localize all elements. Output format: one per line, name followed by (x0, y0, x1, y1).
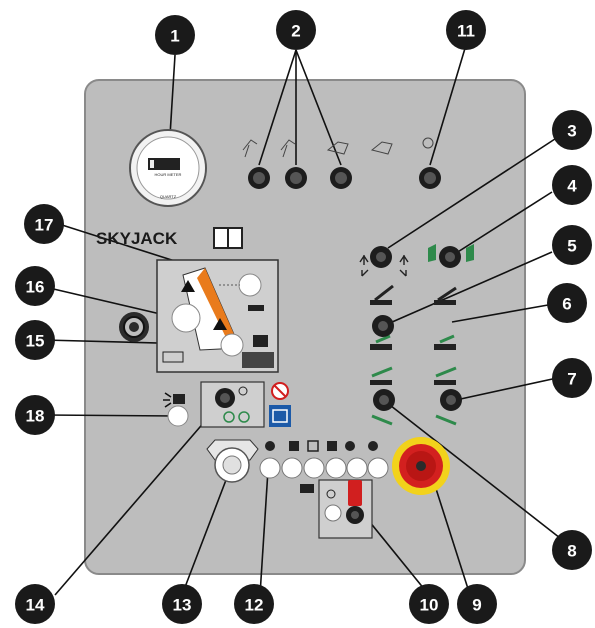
svg-text:5: 5 (567, 237, 576, 256)
toggle-switch-2b[interactable] (285, 167, 307, 189)
svg-text:2: 2 (291, 22, 300, 41)
toggle-switch-11[interactable] (419, 167, 441, 189)
callout-badge-1: 1 (155, 15, 195, 55)
callout-badge-9: 9 (457, 584, 497, 624)
callout-badge-15: 15 (15, 320, 55, 360)
svg-text:12: 12 (245, 596, 264, 615)
callout-badge-13: 13 (162, 584, 202, 624)
callout-badge-10: 10 (409, 584, 449, 624)
jib-switch-7[interactable] (440, 389, 462, 411)
svg-text:11: 11 (457, 22, 475, 41)
indicator-light-17 (239, 274, 261, 296)
indicator-light (282, 458, 302, 478)
indicator-light (325, 505, 341, 521)
hour-meter-label: HOUR METER (155, 172, 182, 177)
svg-text:9: 9 (472, 596, 481, 615)
indicator-light (368, 458, 388, 478)
callout-badge-8: 8 (552, 530, 592, 570)
indicator-light-18 (168, 406, 188, 426)
callout-badge-3: 3 (552, 110, 592, 150)
svg-text:16: 16 (26, 278, 45, 297)
svg-text:13: 13 (173, 596, 192, 615)
callout-badge-4: 4 (552, 165, 592, 205)
info-book-icon (269, 405, 291, 427)
svg-text:7: 7 (567, 370, 576, 389)
callout-badge-5: 5 (552, 225, 592, 265)
brand-logo: SKYJACK (96, 229, 178, 248)
emergency-lowering-connector[interactable] (119, 312, 149, 342)
callout-badge-12: 12 (234, 584, 274, 624)
svg-text:18: 18 (26, 407, 45, 426)
indicator-light-15 (221, 334, 243, 356)
indicator-light-12 (260, 458, 280, 478)
callout-badge-6: 6 (547, 283, 587, 323)
callout-badge-14: 14 (15, 584, 55, 624)
indicator-light (304, 458, 324, 478)
emergency-stop-button[interactable] (392, 437, 450, 495)
svg-text:10: 10 (420, 596, 439, 615)
callout-badge-18: 18 (15, 395, 55, 435)
svg-text:6: 6 (562, 295, 571, 314)
toggle-switch-2a[interactable] (248, 167, 270, 189)
hour-meter: HOUR METER QUARTZ (130, 130, 206, 206)
svg-text:4: 4 (567, 177, 577, 196)
toggle-switch-2c[interactable] (330, 167, 352, 189)
svg-text:1: 1 (170, 27, 179, 46)
callout-badge-11: 11 (446, 10, 486, 50)
battery-icon (300, 484, 314, 493)
svg-text:17: 17 (35, 216, 54, 235)
callout-badge-16: 16 (15, 266, 55, 306)
indicator-light (326, 458, 346, 478)
rotate-switch-8[interactable] (373, 389, 395, 411)
indicator-light-16 (172, 304, 200, 332)
svg-text:8: 8 (567, 542, 576, 561)
no-ride-icon (272, 383, 288, 399)
manual-book-icon (214, 228, 242, 248)
svg-text:15: 15 (26, 332, 45, 351)
svg-text:14: 14 (26, 596, 45, 615)
callout-badge-7: 7 (552, 358, 592, 398)
guarded-toggle-switch-10[interactable] (346, 480, 364, 524)
steer-switch-3[interactable] (370, 246, 392, 268)
indicator-light (347, 458, 367, 478)
callout-badge-17: 17 (24, 204, 64, 244)
svg-text:3: 3 (567, 122, 576, 141)
lift-switch-5[interactable] (372, 315, 394, 337)
key-switch-14[interactable] (215, 388, 235, 408)
callout-badge-2: 2 (276, 10, 316, 50)
tilt-switch-4[interactable] (439, 246, 461, 268)
hour-meter-sub-label: QUARTZ (160, 194, 177, 199)
